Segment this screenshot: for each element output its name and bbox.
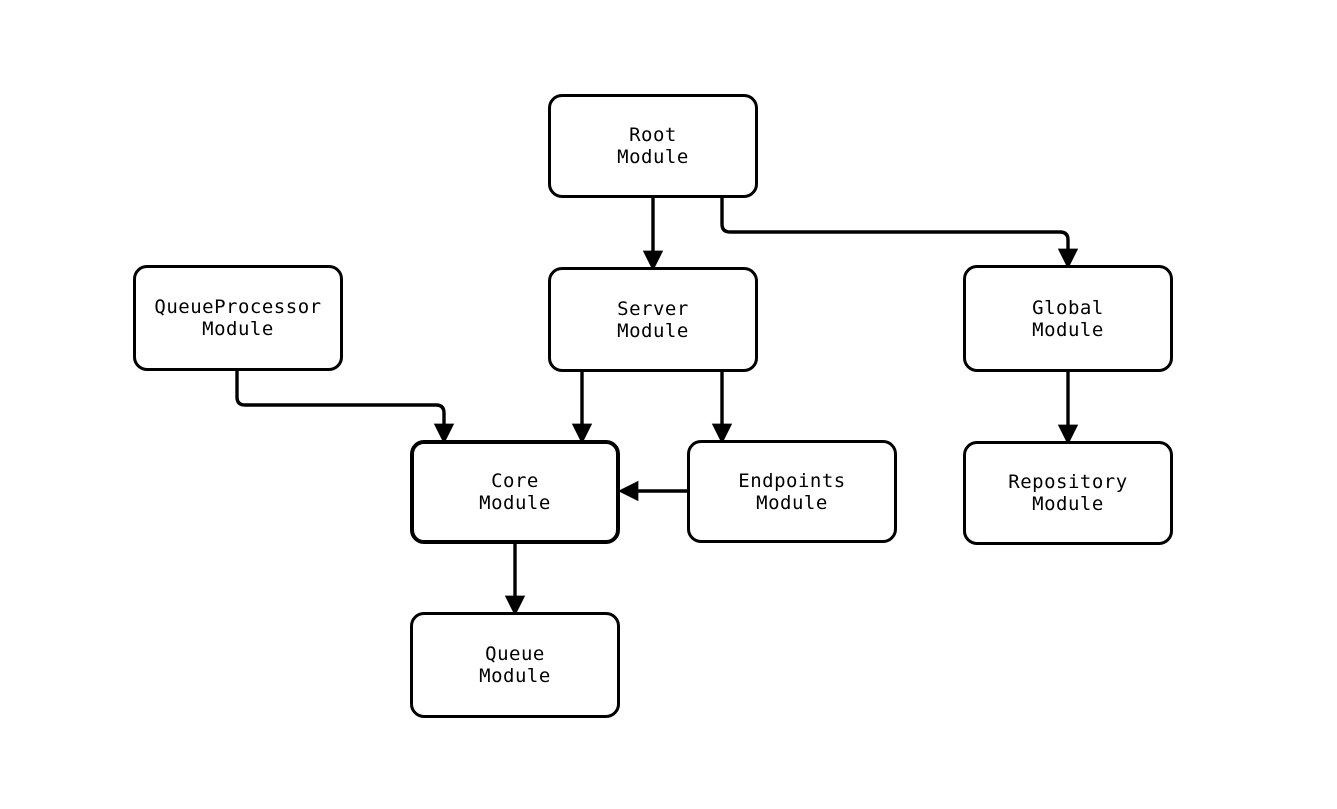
node-server-subtitle: Module (617, 319, 689, 342)
node-endpoints-subtitle: Module (756, 491, 828, 514)
node-global-title: Global (1032, 296, 1104, 319)
edge-queueprocessor-to-core (235, 371, 455, 445)
node-root-subtitle: Module (617, 146, 689, 168)
node-queueprocessor-subtitle: Module (202, 318, 274, 340)
node-queueprocessor-title: QueueProcessor (154, 296, 322, 318)
node-core-title: Core (491, 470, 539, 492)
node-global-subtitle: Module (1032, 318, 1104, 341)
node-core-subtitle: Module (479, 492, 551, 514)
node-queue-title: Queue (485, 643, 545, 665)
node-repository-title: Repository (1008, 471, 1128, 493)
edge-root-to-global (720, 198, 1079, 270)
node-repository-subtitle: Module (1032, 493, 1104, 515)
node-server-title: Server (617, 297, 689, 320)
node-root-title: Root (629, 124, 677, 146)
node-endpoints-title: Endpoints (738, 469, 846, 492)
node-queue-subtitle: Module (479, 665, 551, 687)
